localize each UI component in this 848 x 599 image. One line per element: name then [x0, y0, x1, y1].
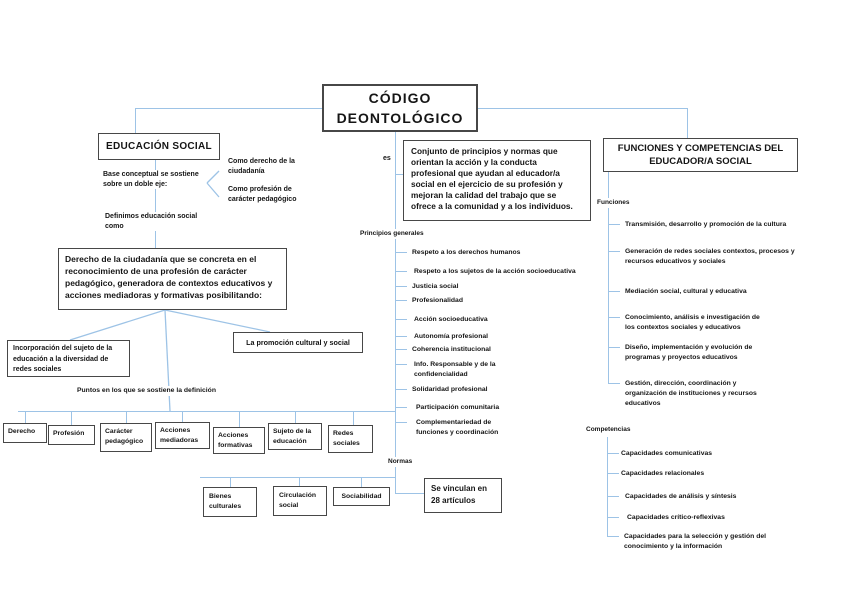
connector: [71, 411, 73, 425]
competencia-item: Capacidades comunicativas: [621, 450, 713, 457]
principio-item: Acción socioeducativa: [414, 316, 488, 323]
connector: [608, 383, 620, 385]
node-funciones-competencias: FUNCIONES Y COMPETENCIAS DEL EDUCADOR/A …: [603, 138, 798, 172]
base-conceptual-label: Base conceptual se sostiene sobre un dob…: [103, 170, 203, 189]
competencia-item: Capacidades crítico-reflexivas: [627, 514, 725, 521]
connector: [25, 411, 27, 423]
connector: [608, 291, 620, 293]
node-punto-derecho: Derecho: [3, 423, 47, 443]
definimos-label: Definimos educación social como: [105, 212, 210, 231]
connector: [299, 477, 301, 486]
funcion-item: Conocimiento, análisis e investigación d…: [625, 314, 760, 331]
node-definicion-codigo: Conjunto de principios y normas que orie…: [403, 140, 591, 221]
funciones-label: Funciones: [597, 198, 630, 208]
connector: [239, 411, 241, 427]
node-sociabilidad: Sociabilidad: [333, 487, 390, 506]
node-punto-caracter-pedagogico: Carácter pedagógico: [100, 423, 152, 452]
principio-item: Info. Responsable y de la confidencialid…: [414, 361, 496, 378]
node-punto-sujeto-educacion: Sujeto de la educación: [268, 423, 322, 450]
eje-derecho-ciudadania: Como derecho de la ciudadanía: [228, 158, 295, 175]
connector: [607, 473, 619, 475]
competencia-item: Capacidades relacionales: [621, 470, 705, 477]
connector: [18, 411, 395, 413]
connector: [361, 477, 363, 487]
principio-item: Solidaridad profesional: [412, 386, 488, 393]
connector: [395, 493, 424, 495]
funcion-item: Generación de redes sociales contextos, …: [625, 248, 795, 265]
node-definicion-educacion-social: Derecho de la ciudadanía que se concreta…: [58, 248, 287, 310]
node-codigo-deontologico: CÓDIGO DEONTOLÓGICO: [322, 84, 478, 132]
principio-item: Coherencia institucional: [412, 346, 491, 353]
principios-label: Principios generales: [360, 229, 426, 239]
root-title: CÓDIGO DEONTOLÓGICO: [336, 90, 464, 126]
connector: [200, 477, 395, 479]
connector: [182, 411, 184, 422]
connector: [135, 108, 137, 133]
connector: [687, 108, 689, 138]
connector: [395, 349, 407, 351]
node-se-vinculan-articulos: Se vinculan en 28 artículos: [424, 478, 502, 513]
node-incorporacion-sujeto: Incorporación del sujeto de la educación…: [7, 340, 130, 377]
connector: [607, 536, 619, 538]
funcion-item: Transmisión, desarrollo y promoción de l…: [625, 221, 787, 228]
funcion-item: Mediación social, cultural y educativa: [625, 288, 747, 295]
funcion-item: Gestión, dirección, coordinación y organ…: [625, 380, 757, 407]
node-educacion-social: EDUCACIÓN SOCIAL: [98, 133, 220, 160]
node-circulacion-social: Circulación social: [273, 486, 327, 516]
connector: [395, 407, 407, 409]
eje-profesion-pedagogica: Como profesión de carácter pedagógico: [228, 186, 297, 203]
principio-item: Respeto a los sujetos de la acción socio…: [414, 268, 576, 275]
connector: [395, 300, 407, 302]
node-punto-redes-sociales: Redes sociales: [328, 425, 373, 453]
connector: [126, 411, 128, 423]
normas-label: Normas: [388, 457, 413, 467]
connector: [395, 389, 407, 391]
funcion-item: Diseño, implementación y evolución de pr…: [625, 344, 753, 361]
node-promocion-cultural: La promoción cultural y social: [233, 332, 363, 353]
connector: [608, 172, 610, 383]
connector: [353, 411, 355, 425]
node-bienes-culturales: Bienes culturales: [203, 487, 257, 517]
connector: [155, 160, 157, 248]
competencia-item: Capacidades de análisis y síntesis: [625, 493, 737, 500]
principio-item: Respeto a los derechos humanos: [412, 249, 521, 256]
connector: [395, 174, 403, 176]
connector: [295, 411, 297, 423]
connector: [607, 496, 619, 498]
puntos-label: Puntos en los que se sostiene la definic…: [77, 386, 216, 396]
principio-item: Autonomía profesional: [414, 333, 489, 340]
principio-item: Participación comunitaria: [416, 404, 500, 411]
es-label: es: [383, 154, 391, 164]
connector: [608, 251, 620, 253]
principio-item: Justicia social: [412, 283, 459, 290]
connector: [608, 317, 620, 319]
connector: [607, 437, 609, 536]
node-punto-acciones-formativas: Acciones formativas: [213, 427, 265, 454]
connector: [395, 319, 407, 321]
principio-item: Complementariedad de funciones y coordin…: [416, 419, 499, 436]
connector: [135, 108, 322, 110]
connector: [395, 271, 407, 273]
connector: [395, 422, 407, 424]
connector: [607, 517, 619, 519]
connector: [608, 224, 620, 226]
node-punto-acciones-mediadoras: Acciones mediadoras: [155, 422, 210, 449]
connector: [230, 477, 232, 487]
principio-item: Profesionalidad: [412, 297, 463, 304]
connector: [608, 347, 620, 349]
connector: [478, 108, 687, 110]
connector: [395, 364, 407, 366]
connector: [395, 286, 407, 288]
connector: [395, 132, 397, 493]
connector: [395, 336, 407, 338]
connector: [395, 252, 407, 254]
competencia-item: Capacidades para la selección y gestión …: [624, 533, 767, 550]
node-punto-profesion: Profesión: [48, 425, 95, 445]
connector: [607, 453, 619, 455]
competencias-label: Competencias: [586, 425, 631, 435]
